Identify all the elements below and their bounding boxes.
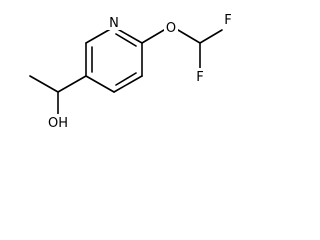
double-bond-n1-c2 [115,33,137,47]
substituent-bonds [29,29,223,115]
atom-labels: N O F F OH [45,11,234,131]
hydroxyl-label: OH [48,116,68,131]
bond-chf2-f-top [199,29,223,44]
fluorine-top-label: F [224,13,231,28]
bond-o-chf2 [177,29,201,44]
fluorine-bottom-label: F [196,70,203,85]
bond-c3-c4 [113,75,143,93]
bond-c2-o [141,29,165,44]
ether-oxygen-label: O [166,21,176,36]
chemical-structure-diagram: N O F F OH [29,11,234,131]
bond-c5-choh [57,75,87,93]
nitrogen-label: N [109,16,119,31]
bond-c4-c5 [85,75,115,93]
pyridine-ring [85,26,143,93]
bond-choh-methyl [29,75,59,93]
double-bond-c3-c4 [115,72,137,86]
